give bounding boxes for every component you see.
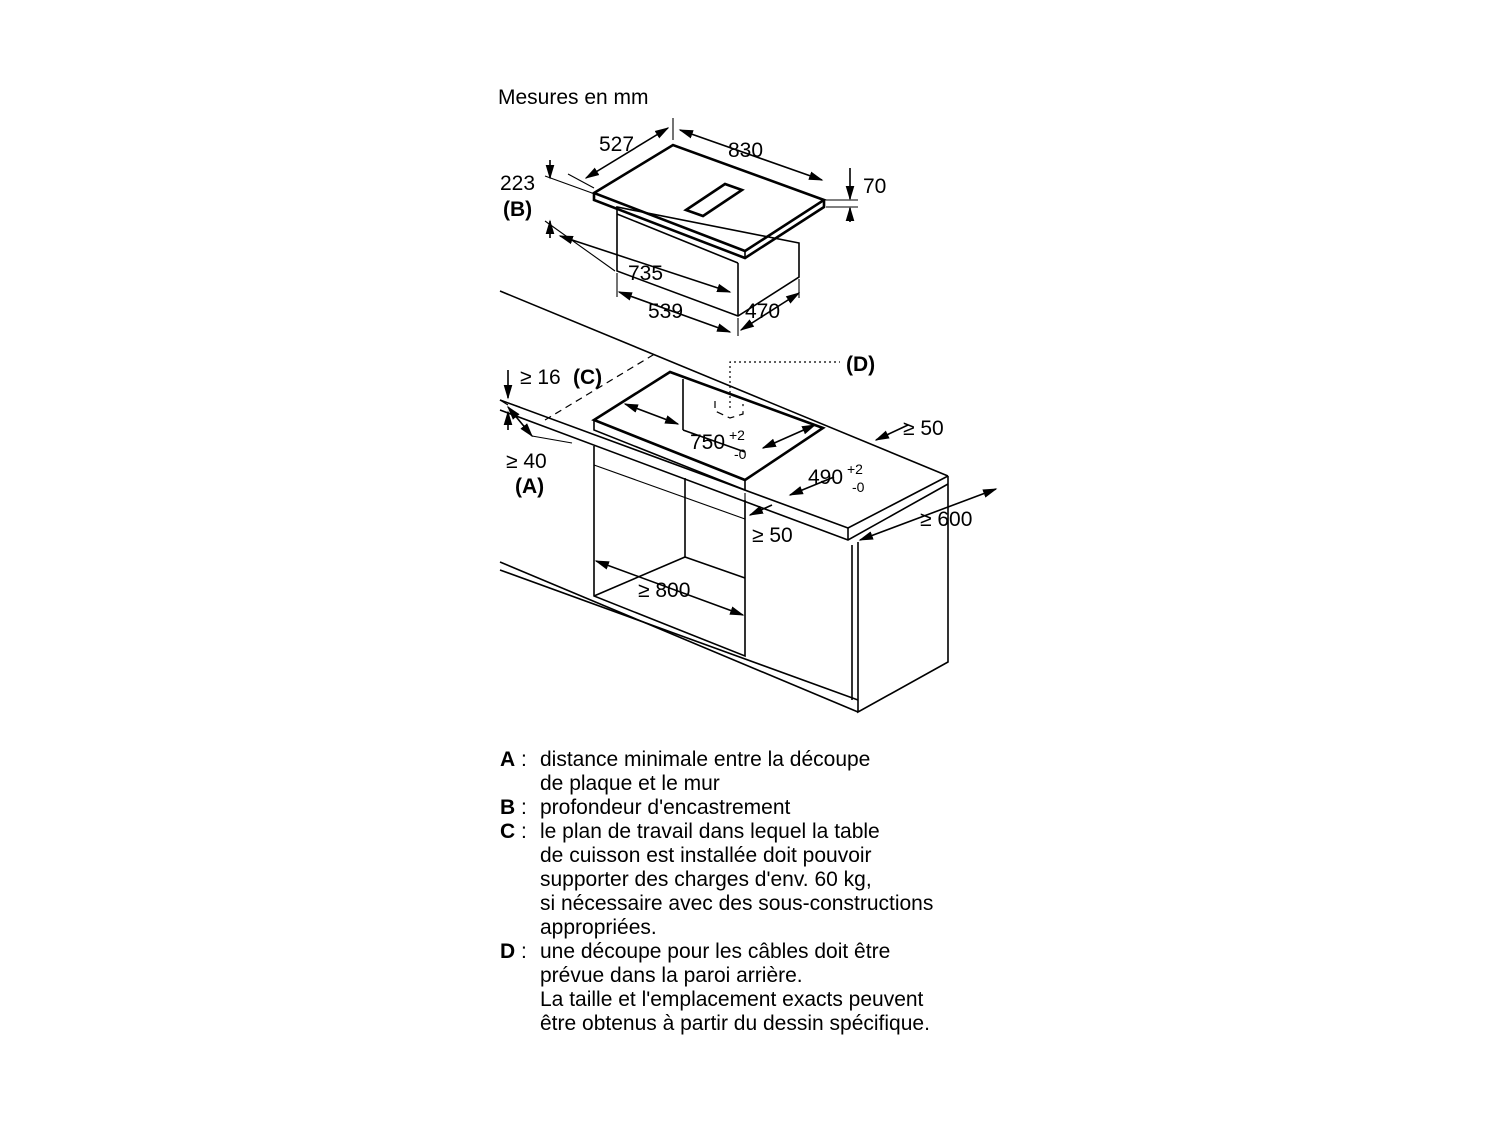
installation-diagram: Mesures en mm 527 830 70 223 (B) 735 539 — [498, 86, 998, 714]
legend-item-b: B : profondeur d'encastrement — [500, 796, 791, 819]
cooktop-dimensions — [544, 118, 858, 336]
dim-min-16: ≥ 16 — [520, 366, 561, 389]
dim-223: 223 — [500, 172, 535, 195]
legend-text-c: le plan de travail dans lequel la table … — [540, 820, 934, 939]
extractor-vent — [683, 182, 745, 218]
dim-527: 527 — [599, 133, 634, 156]
dim-min-40: ≥ 40 — [506, 450, 547, 473]
label-b: (B) — [503, 198, 532, 221]
cabinet-left-panel — [593, 446, 746, 658]
callout-d-leader — [729, 361, 840, 408]
legend-text-a: distance minimale entre la découpe de pl… — [540, 748, 871, 795]
legend-key-a: A — [500, 748, 516, 771]
legend-item-a: A : distance minimale entre la découpe d… — [500, 748, 871, 795]
dim-min-800: ≥ 800 — [638, 579, 690, 602]
worktop-cabinet-drawing — [499, 290, 949, 714]
legend-text-b: profondeur d'encastrement — [540, 796, 791, 819]
worktop-dimensions — [499, 370, 998, 616]
legend-item-c: C : le plan de travail dans lequel la ta… — [500, 820, 934, 939]
dim-750-tol-minus: -0 — [734, 446, 747, 462]
legend: A : distance minimale entre la découpe d… — [500, 748, 1060, 1036]
worktop-cutout — [591, 370, 826, 482]
dim-750-tol-plus: +2 — [729, 427, 745, 443]
label-c: (C) — [573, 366, 602, 389]
dim-735: 735 — [628, 262, 663, 285]
dim-min-50-front: ≥ 50 — [752, 524, 793, 547]
dim-min-600: ≥ 600 — [920, 508, 972, 531]
legend-key-c: C — [500, 820, 516, 843]
worktop-back-edge — [499, 290, 949, 477]
dim-min-50-back: ≥ 50 — [903, 417, 944, 440]
legend-key-b: B — [500, 796, 516, 819]
dim-490-tol-plus: +2 — [847, 461, 863, 477]
dim-539: 539 — [648, 300, 683, 323]
legend-key-d: D — [500, 940, 516, 963]
units-label: Mesures en mm — [498, 86, 649, 109]
cooktop-glass-top — [591, 143, 827, 253]
cable-cutout-marker — [714, 401, 744, 419]
cooktop-drawing — [591, 143, 827, 317]
dim-70: 70 — [863, 175, 886, 198]
legend-text-d: une découpe pour les câbles doit être pr… — [540, 940, 930, 1035]
dim-470: 470 — [745, 300, 780, 323]
legend-item-d: D : une découpe pour les câbles doit êtr… — [500, 940, 930, 1035]
dim-750: 750 — [690, 431, 725, 454]
dim-830: 830 — [728, 139, 763, 162]
dim-490: 490 — [808, 466, 843, 489]
cabinet-right-panel — [857, 484, 949, 714]
label-a: (A) — [515, 475, 544, 498]
dim-490-tol-minus: -0 — [852, 479, 865, 495]
callout-d: (D) — [846, 353, 875, 376]
worktop-front-edge — [499, 399, 949, 529]
